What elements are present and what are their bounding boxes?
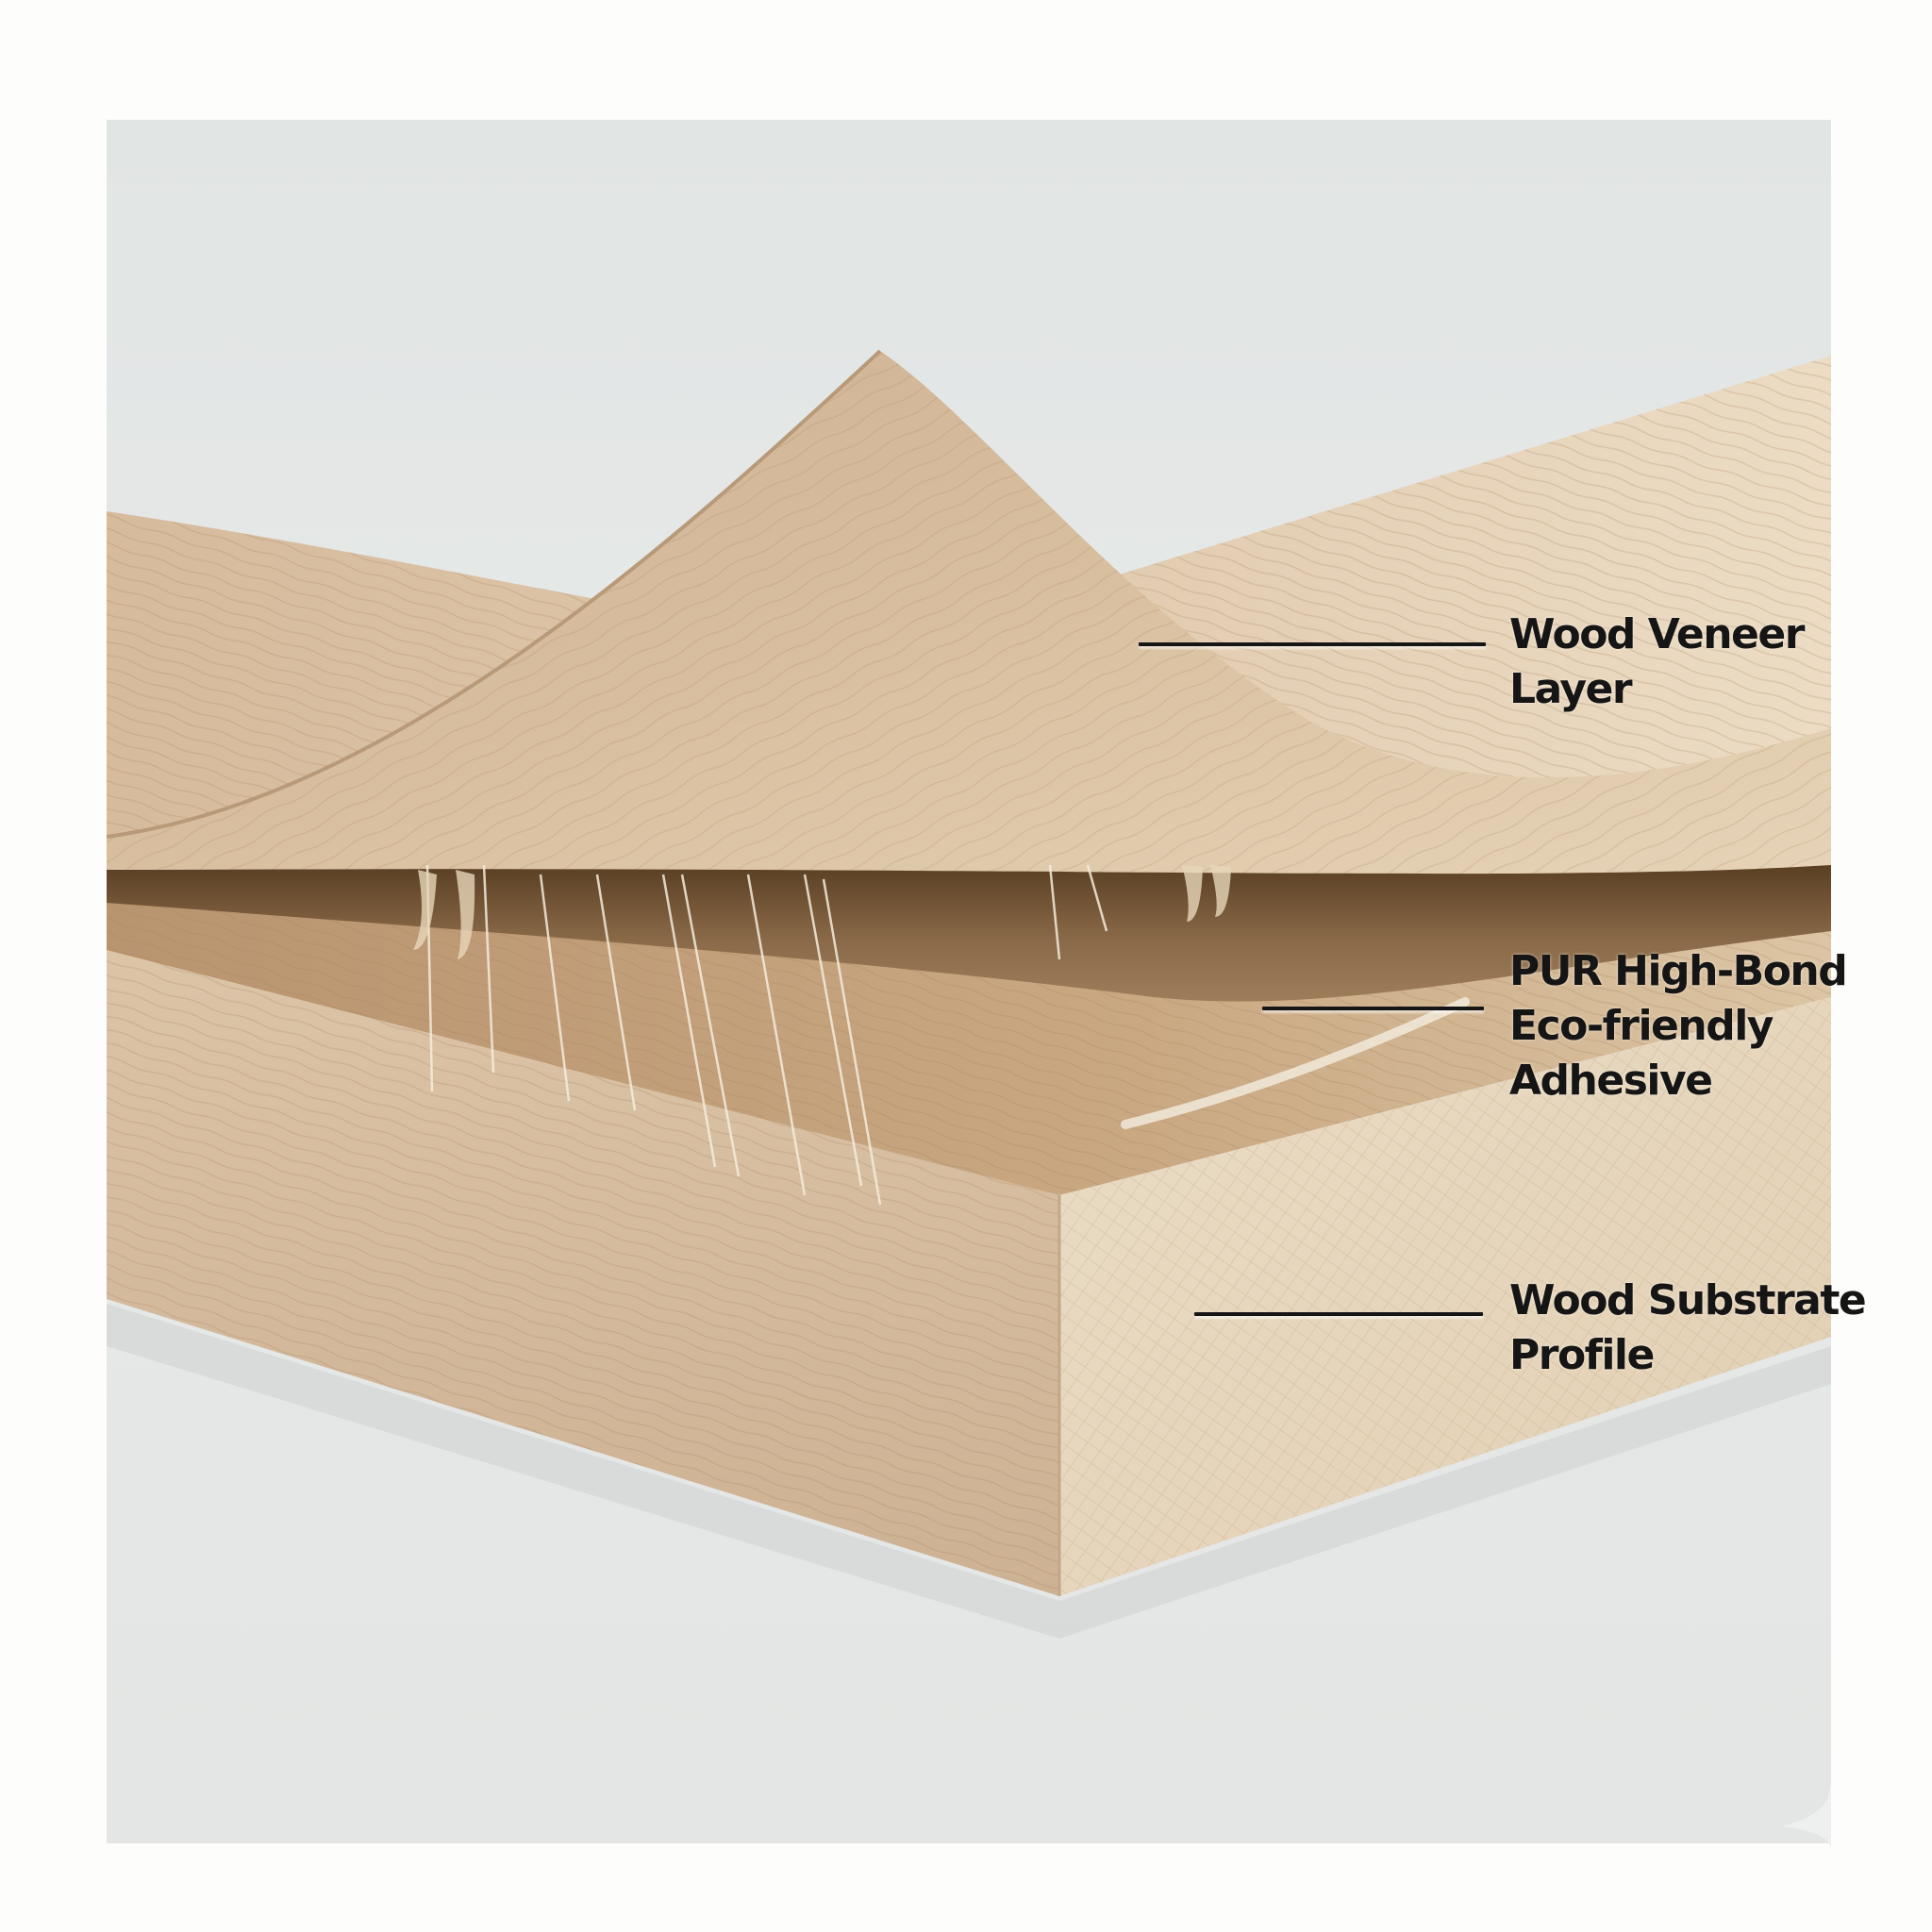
veneer-layers-illustration xyxy=(107,349,1831,1639)
sparkle-icon xyxy=(1781,1781,1831,1847)
adhesive-strings xyxy=(425,864,1108,1206)
adhesive-drips xyxy=(413,865,1231,959)
glue-highlight xyxy=(1121,997,1470,1129)
product-photo xyxy=(107,120,1831,1843)
